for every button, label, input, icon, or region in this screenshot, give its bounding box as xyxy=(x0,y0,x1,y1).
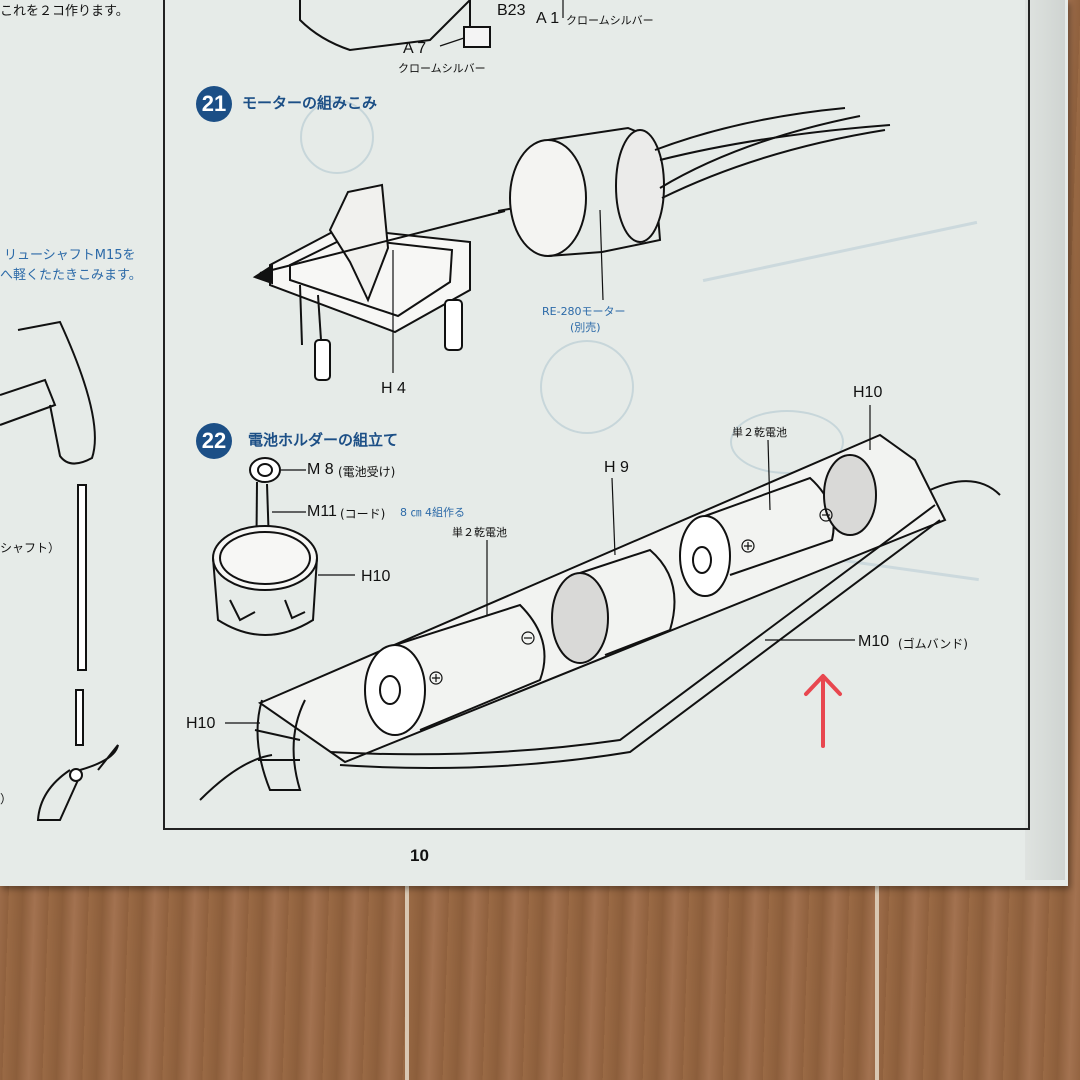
left-fragment-bottom: ） xyxy=(0,792,13,806)
label-h4: H 4 xyxy=(381,380,406,397)
label-a7: A 7 xyxy=(403,40,427,57)
label-m11: M11 xyxy=(307,503,337,520)
label-m11-note: (コード) xyxy=(340,507,386,521)
label-m11-instruction: 8 ㎝ 4組作る xyxy=(400,506,465,519)
ghost-print xyxy=(300,100,374,174)
ghost-print xyxy=(730,410,844,474)
left-fragment-shaft-2: へ軽くたたきこみます。 xyxy=(0,268,142,283)
left-fragment-shaft-1: リューシャフトM15を xyxy=(4,248,136,263)
ghost-print xyxy=(540,340,634,434)
label-b23: B23 xyxy=(497,2,526,19)
label-m8: M 8 xyxy=(307,461,334,478)
label-h10-cap: H10 xyxy=(361,568,391,585)
label-m8-note: (電池受け) xyxy=(338,465,396,479)
up-arrow-icon xyxy=(804,674,842,748)
hammer-drawing xyxy=(0,320,96,465)
battery-holder-drawing xyxy=(199,405,1001,801)
step-21-badge: 21 xyxy=(196,86,232,122)
label-a7-note: クロームシルバー xyxy=(398,62,486,75)
step-21-title: モーターの組みこみ xyxy=(242,94,378,112)
shaft-drawing xyxy=(36,484,119,821)
label-h10-left: H10 xyxy=(186,715,216,732)
label-motor-note: (別売) xyxy=(570,321,601,334)
label-battery-left: 単２乾電池 xyxy=(452,526,507,539)
step-22-title: 電池ホルダーの組立て xyxy=(248,431,399,449)
left-fragment-shaft-label: シャフト） xyxy=(0,541,61,555)
leader-lines-top xyxy=(439,0,564,47)
motor-drawing xyxy=(497,107,891,301)
battery-cap-drawing xyxy=(212,457,355,636)
left-fragment-top: これを２コ作ります。 xyxy=(0,4,129,19)
page-edge xyxy=(1025,0,1065,880)
step-22-badge: 22 xyxy=(196,423,232,459)
motor-mount-drawing xyxy=(252,183,506,381)
label-m10-note: (ゴムバンド) xyxy=(898,637,968,651)
table-seam xyxy=(405,885,409,1080)
table-seam xyxy=(875,885,879,1080)
label-a1: A 1 xyxy=(536,10,560,27)
label-h10-top: H10 xyxy=(853,384,883,401)
top-part-drawing xyxy=(299,0,491,52)
label-motor: RE-280モーター xyxy=(542,305,626,318)
label-m10: M10 xyxy=(858,633,890,650)
label-a1-note: クロームシルバー xyxy=(566,14,654,27)
page-number: 10 xyxy=(410,846,429,865)
label-battery-top: 単２乾電池 xyxy=(732,426,787,439)
instruction-panel xyxy=(163,0,1030,830)
label-h9: H 9 xyxy=(604,459,629,476)
